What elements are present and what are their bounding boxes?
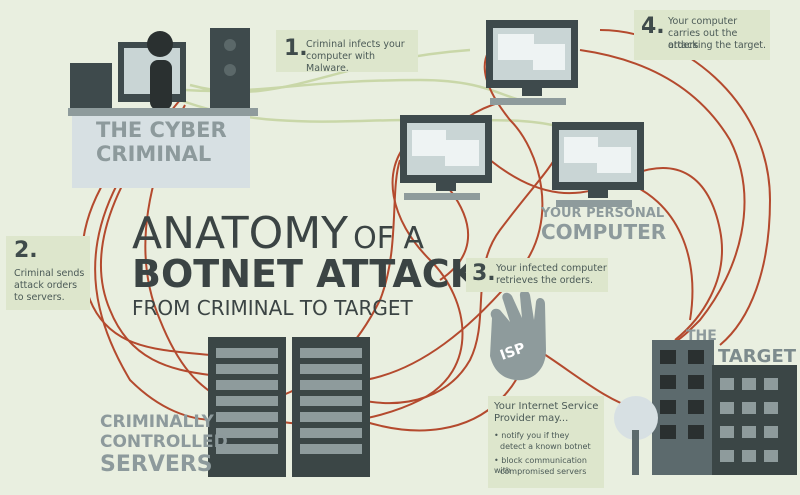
step-4-note: 4. Your computer carries out the orders … <box>634 10 770 60</box>
step-2-text-1: Criminal sends <box>14 268 85 279</box>
criminal-desk <box>68 28 258 188</box>
label-the-target-1: THE <box>686 328 717 344</box>
step-3-number: 3. <box>472 261 496 286</box>
title-of-a: OF A <box>353 221 425 256</box>
step-4-number: 4. <box>641 14 665 39</box>
label-the-target-2: TARGET <box>718 346 797 367</box>
title-line1: ANATOMY OF A <box>132 208 424 259</box>
step-4-text-3: attacking the target. <box>668 40 767 51</box>
step-1-text-1: Criminal infects your <box>306 39 405 50</box>
computer-middle-left <box>400 115 492 200</box>
server-rack-left <box>208 337 286 477</box>
title-line2: BOTNET ATTACK <box>132 252 480 296</box>
step-3-note: 3. Your infected computer retrieves the … <box>466 258 608 292</box>
title-anatomy: ANATOMY <box>132 208 349 259</box>
label-cyber-criminal-1: THE CYBER <box>96 118 227 142</box>
label-servers-2: CONTROLLED <box>100 432 228 452</box>
label-cyber-criminal-2: CRIMINAL <box>96 142 212 166</box>
isp-bullet-2b: compromised servers <box>500 467 587 476</box>
title-line3: FROM CRIMINAL TO TARGET <box>132 296 413 320</box>
step-4-text-2: carries out the orders <box>668 28 738 51</box>
isp-bullet-1a: • notify you if they <box>494 431 570 440</box>
step-1-number: 1. <box>284 36 308 61</box>
step-4-text-1: Your computer <box>668 16 738 27</box>
step-2-number: 2. <box>14 238 38 263</box>
server-rack-right <box>292 337 370 477</box>
step-2-text-2: attack orders <box>14 280 78 291</box>
label-servers-1: CRIMINALLY <box>100 412 214 432</box>
isp-bullet-1b: detect a known botnet <box>500 442 591 451</box>
step-2-note: 2. Criminal sends attack orders to serve… <box>6 236 90 310</box>
step-1-text-2: computer with Malware. <box>306 51 375 74</box>
computer-top <box>486 20 578 105</box>
step-3-text-2: retrieves the orders. <box>496 275 594 286</box>
computer-personal <box>552 122 644 207</box>
isp-note: Your Internet Service Provider may... • … <box>488 396 604 488</box>
label-personal-1: YOUR PERSONAL <box>541 206 665 221</box>
step-1-note: 1. Criminal infects your computer with M… <box>276 30 418 74</box>
isp-heading-2: Provider may... <box>494 413 569 424</box>
isp-hand-icon <box>490 290 546 381</box>
label-servers-3: SERVERS <box>100 452 213 477</box>
label-personal-2: COMPUTER <box>541 220 667 244</box>
tree-icon <box>614 396 658 475</box>
step-2-text-3: to servers. <box>14 292 65 303</box>
target-building <box>652 340 797 475</box>
isp-heading-1: Your Internet Service <box>494 401 599 412</box>
step-3-text-1: Your infected computer <box>496 263 607 274</box>
isp-bullet-2a: • block communication with <box>494 456 587 475</box>
